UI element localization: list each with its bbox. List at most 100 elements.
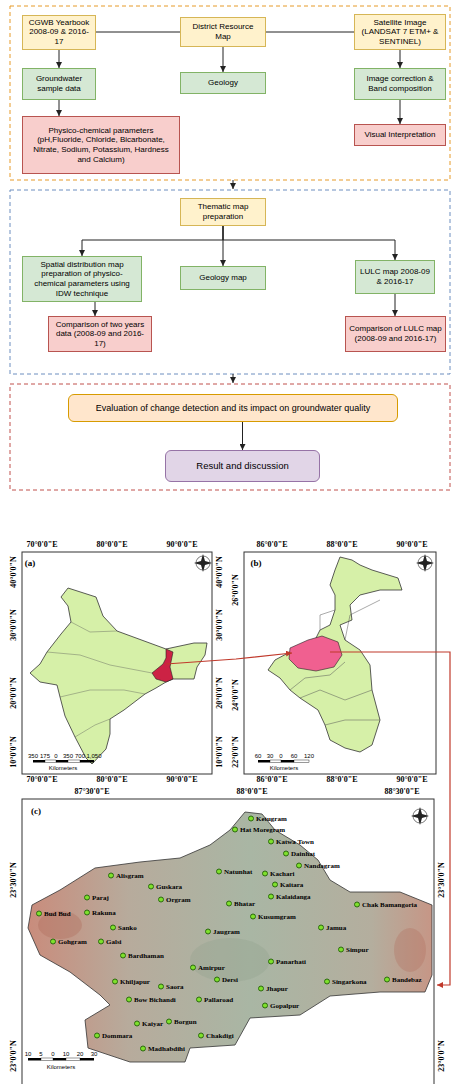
box-text: Spatial distribution map preparation of … bbox=[26, 260, 138, 298]
scale-label: 175 bbox=[40, 753, 50, 759]
box-text: Geology map bbox=[199, 273, 247, 283]
place-label: Bow Bichandi bbox=[126, 997, 176, 1004]
scale-label: 350 bbox=[63, 753, 73, 759]
place-label: Panarhati bbox=[268, 959, 306, 966]
scale-label: 0 bbox=[279, 753, 282, 759]
place-label: Bardhaman bbox=[120, 953, 164, 960]
district-highlight bbox=[289, 636, 342, 671]
place-label: Singarkona bbox=[324, 979, 367, 986]
locator-arrow bbox=[166, 653, 292, 664]
state-highlight bbox=[152, 649, 173, 682]
district-border bbox=[320, 610, 335, 630]
coordinate-label: 70°0'0"E bbox=[26, 776, 57, 784]
place-label: Gopalpur bbox=[262, 1003, 299, 1010]
box-text: Comparison of LULC map (2008-09 and 2016… bbox=[349, 324, 442, 343]
box-text: LULC map 2008-09 & 2016-17 bbox=[359, 267, 431, 286]
scale-bar bbox=[258, 760, 309, 763]
image-patch bbox=[394, 928, 426, 972]
place-label: Natunhat bbox=[216, 869, 252, 876]
scale-label: 60 bbox=[255, 753, 262, 759]
scale-label: 10 bbox=[25, 1051, 32, 1057]
place-label: Chak Bamangoria bbox=[354, 902, 417, 909]
scale-label: Kilometers bbox=[49, 765, 77, 771]
coordinate-label: 86°0'0"E bbox=[256, 776, 287, 784]
coordinate-label: 20°0'0"N bbox=[216, 677, 224, 709]
place-label: Khiljapur bbox=[112, 979, 150, 986]
coordinate-label: 23°30'0"N bbox=[10, 862, 18, 898]
coordinate-label: 40°0'0"N bbox=[10, 556, 18, 588]
scale-label: 20 bbox=[77, 1051, 84, 1057]
place-label: Bandebaz bbox=[384, 977, 422, 984]
locator-arrow bbox=[330, 652, 450, 985]
scale-label: 700 bbox=[75, 753, 85, 759]
map-frame bbox=[244, 552, 436, 774]
map-frame bbox=[22, 799, 434, 1084]
coordinate-label: 30°0'0"N bbox=[10, 609, 18, 641]
scale-label: Kilometers bbox=[270, 765, 298, 771]
place-label: Kusumgram bbox=[250, 914, 296, 921]
scale-bar bbox=[28, 1058, 94, 1061]
place-label: Kachari bbox=[262, 871, 295, 878]
panel-label: (a) bbox=[25, 559, 36, 568]
group-arrow bbox=[233, 180, 234, 189]
coordinate-label: 30°0'0"N bbox=[216, 609, 224, 641]
coordinate-label: 86°0'0"E bbox=[256, 541, 287, 549]
scale-bar bbox=[33, 760, 94, 763]
source-box: District Resource Map bbox=[180, 17, 266, 47]
place-label: Hat Moregram bbox=[232, 827, 285, 834]
india-outline bbox=[30, 588, 207, 764]
place-label: Kaitara bbox=[272, 882, 303, 889]
group-arrow bbox=[233, 374, 234, 383]
source-box: Thematic map preparation bbox=[180, 198, 266, 226]
output-box: Visual Interpretation bbox=[354, 124, 446, 146]
process-box: Groundwater sample data bbox=[22, 68, 96, 100]
panel-label: (b) bbox=[251, 559, 262, 568]
box-text: Physico-chemical parameters (pH,Fluoride… bbox=[26, 126, 176, 164]
group-frame bbox=[10, 190, 450, 374]
north-arrow bbox=[194, 554, 212, 572]
north-arrow bbox=[411, 807, 429, 825]
flow-arrow bbox=[95, 302, 96, 316]
place-label: Bhatar bbox=[226, 901, 255, 908]
coordinate-label: 23°0'0"N bbox=[10, 1040, 18, 1072]
coordinate-label: 23°30'0"N bbox=[438, 862, 446, 898]
place-label: Alisgram bbox=[108, 873, 144, 880]
flow-arrow bbox=[82, 226, 223, 256]
place-label: Pallaroad bbox=[196, 997, 233, 1004]
place-label: Galsi bbox=[98, 939, 122, 946]
place-label: Jhapur bbox=[258, 986, 288, 993]
flow-arrow bbox=[59, 100, 60, 116]
process-box: Image correction & Band composition bbox=[354, 68, 446, 100]
coordinate-label: 80°0'0"E bbox=[96, 541, 127, 549]
coordinate-label: 88°0'0"E bbox=[326, 541, 357, 549]
connector-line bbox=[96, 32, 180, 33]
place-label: Simpur bbox=[338, 947, 369, 954]
place-label: Amirpur bbox=[190, 965, 225, 972]
box-text: District Resource Map bbox=[184, 22, 262, 41]
coordinate-label: 88°0'0"E bbox=[236, 788, 267, 796]
flow-arrow bbox=[395, 294, 396, 316]
coordinate-label: 10°0'0"N bbox=[10, 736, 18, 768]
group-frame bbox=[10, 6, 450, 180]
scale-label: 60 bbox=[291, 753, 298, 759]
coordinate-label: 88°0'0"E bbox=[326, 776, 357, 784]
state-border bbox=[60, 690, 145, 697]
place-label: Dersi bbox=[214, 977, 238, 984]
coordinate-label: 10°0'0"N bbox=[216, 736, 224, 768]
coordinate-label: 90°0'0"E bbox=[396, 541, 427, 549]
output-box: Comparison of LULC map (2008-09 and 2016… bbox=[345, 316, 446, 352]
box-text: Satellite Image (LANDSAT 7 ETM+ & SENTIN… bbox=[358, 18, 442, 47]
coordinate-label: 80°0'0"E bbox=[96, 776, 127, 784]
place-label: Paraj bbox=[84, 895, 109, 902]
scale-label: 120 bbox=[304, 753, 314, 759]
scale-label: Kilometers bbox=[47, 1064, 75, 1070]
place-label: Kalaidanga bbox=[268, 894, 311, 901]
state-outline bbox=[268, 557, 402, 752]
place-label: Guskara bbox=[148, 884, 182, 891]
place-label: Saora bbox=[158, 984, 184, 991]
scale-label: 0 bbox=[54, 753, 57, 759]
place-label: Chakdigi bbox=[198, 1033, 234, 1040]
place-label: Ketugram bbox=[248, 816, 287, 823]
